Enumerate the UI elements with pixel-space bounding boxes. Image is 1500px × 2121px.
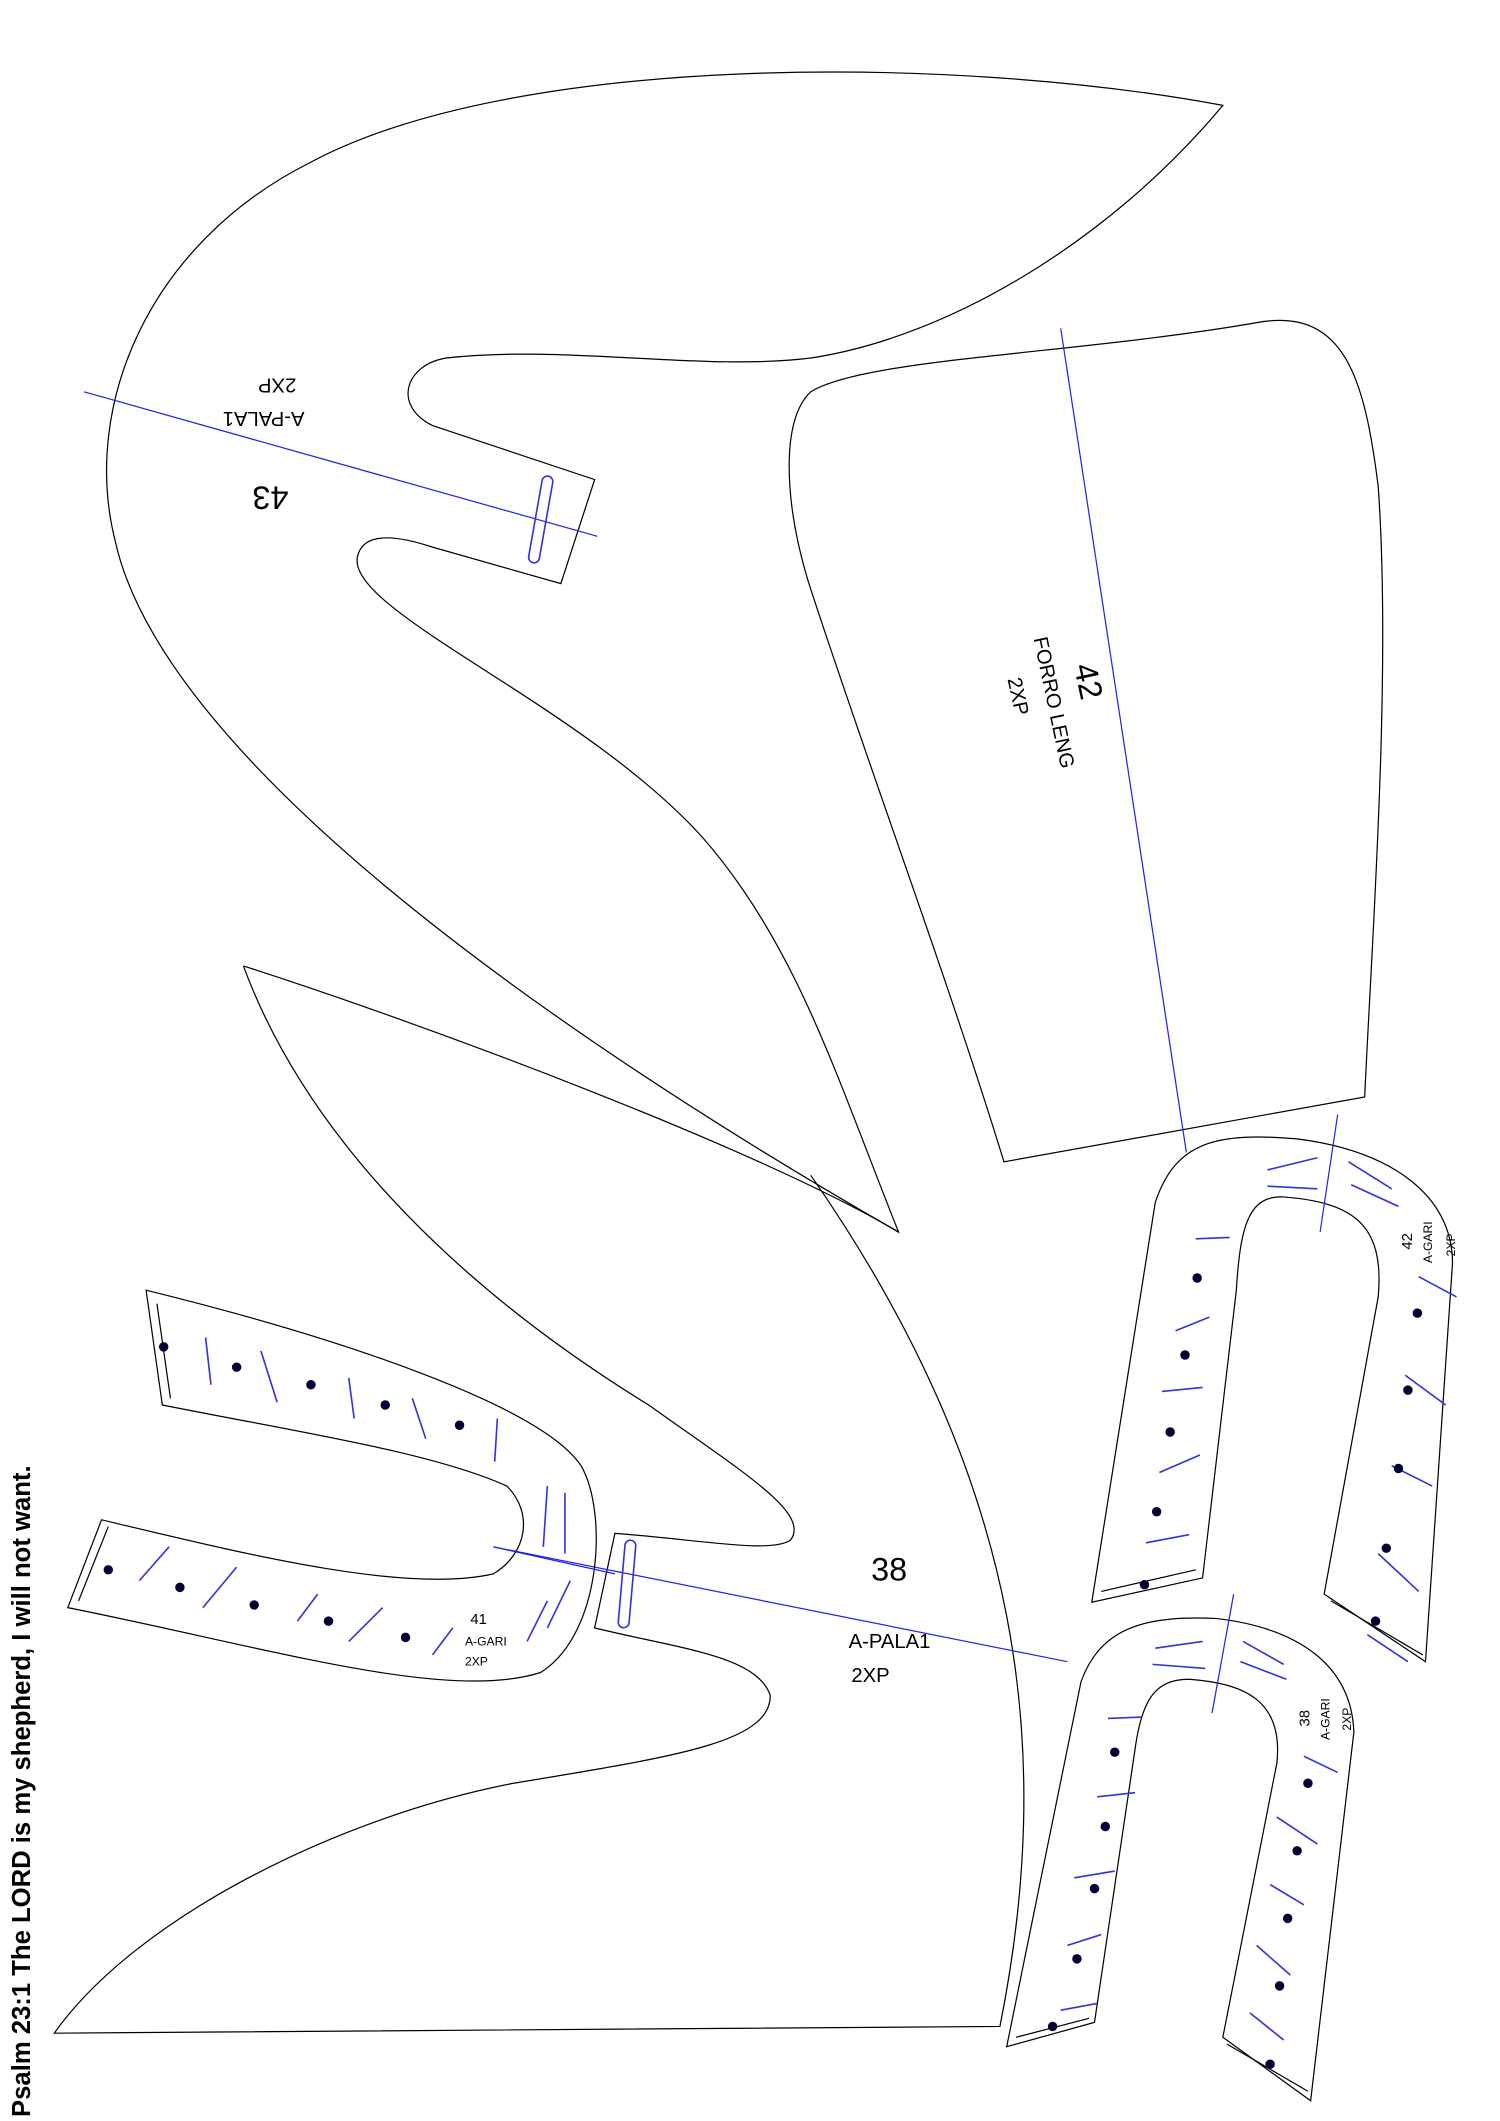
strap-38: 38 A-GARI 2XP [1005, 1594, 1355, 2102]
psalm-caption: Psalm 23:1 The LORD is my shepherd, I wi… [8, 1465, 36, 2117]
piece-name: A-PALA1 [849, 1631, 931, 1653]
piece-name: A-PALA1 [223, 407, 305, 429]
piece-qty: 2XP [1003, 675, 1032, 717]
piece-43: 43 A-PALA1 2XP [83, 71, 1224, 1234]
piece-number: 42 [1067, 660, 1110, 703]
grainline [493, 1546, 1068, 1663]
strap-name: A-GARI [1319, 1698, 1333, 1740]
strap-41: 41 A-GARI 2XP [66, 1289, 616, 1682]
strap-qty: 2XP [1444, 1233, 1458, 1256]
grainline [1060, 328, 1187, 1153]
piece-qty: 2XP [851, 1665, 889, 1687]
grainline [83, 391, 598, 537]
piece-name: FORRO LENG [1029, 635, 1078, 771]
piece-number: 38 [871, 1552, 907, 1588]
strap-name: A-GARI [465, 1634, 507, 1648]
piece-qty: 2XP [258, 373, 296, 395]
strap-name: A-GARI [1421, 1221, 1435, 1263]
strap-42: 42 A-GARI 2XP [1091, 1114, 1458, 1663]
strap-number: 38 [1297, 1710, 1313, 1727]
piece-42: 42 FORRO LENG 2XP [788, 319, 1384, 1163]
strap-number: 42 [1400, 1233, 1416, 1250]
piece-38: 38 A-PALA1 2XP [53, 965, 1068, 2034]
piece-number: 43 [252, 479, 288, 515]
strap-qty: 2XP [1340, 1708, 1354, 1731]
strap-number: 41 [470, 1612, 487, 1628]
strap-qty: 2XP [465, 1655, 488, 1669]
